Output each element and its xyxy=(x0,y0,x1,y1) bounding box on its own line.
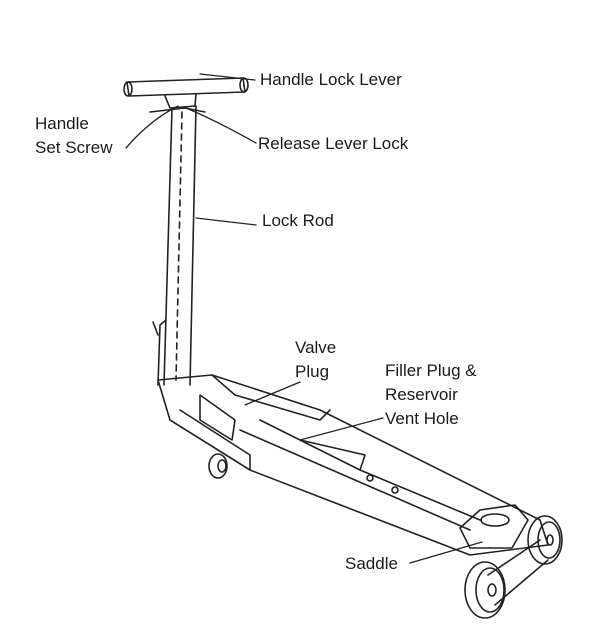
label-valve-plug-line2: Plug xyxy=(295,362,330,381)
label-handle-set-screw-line2: Set Screw xyxy=(35,138,113,157)
label-handle-set-screw-line1: Handle xyxy=(35,114,89,133)
leader-lines xyxy=(125,73,483,564)
leader-lock-rod xyxy=(195,217,257,226)
label-saddle: Saddle xyxy=(345,554,398,573)
label-lock-rod: Lock Rod xyxy=(262,211,334,230)
leader-release-lever-lock xyxy=(185,107,257,144)
label-filler-plug-line3: Vent Hole xyxy=(385,409,459,428)
rear-wheel xyxy=(208,453,228,479)
label-handle-lock-lever: Handle Lock Lever xyxy=(260,70,402,89)
label-valve-plug-line1: Valve xyxy=(295,338,337,357)
leader-saddle xyxy=(409,541,483,564)
handle-crossbar xyxy=(123,77,249,109)
handle-shaft xyxy=(149,105,206,386)
front-wheels xyxy=(464,515,563,619)
label-release-lever-lock: Release Lever Lock xyxy=(258,134,409,153)
leader-filler-plug xyxy=(299,417,384,441)
leader-handle-set-screw xyxy=(125,105,179,149)
leader-valve-plug xyxy=(244,381,301,406)
label-filler-plug-line1: Filler Plug & xyxy=(385,361,477,380)
saddle-part xyxy=(459,504,529,549)
label-filler-plug-line2: Reservoir xyxy=(385,385,458,404)
leader-handle-lock-lever xyxy=(199,73,256,81)
jack-frame xyxy=(157,374,549,556)
